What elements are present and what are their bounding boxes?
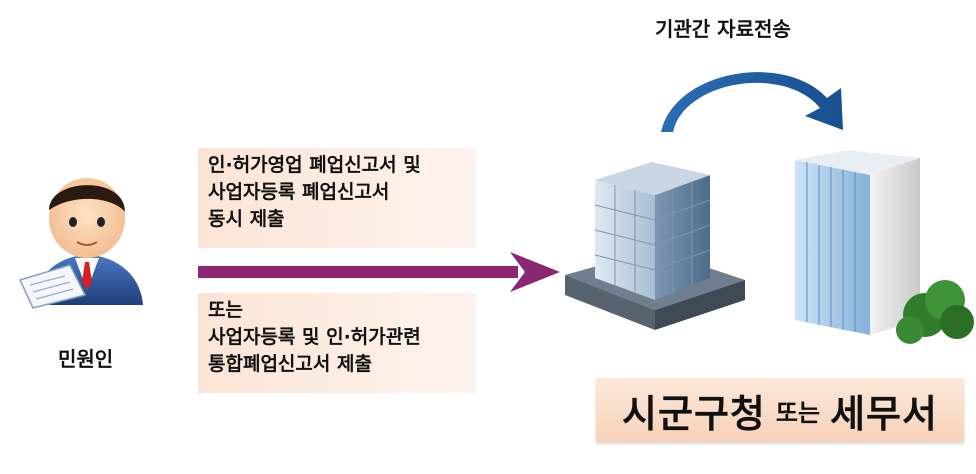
office-label-connector: 또는 <box>775 398 821 427</box>
curved-arrow-icon <box>661 72 843 132</box>
note-line: 사업자등록 폐업신고서 <box>208 181 390 203</box>
arrow-right-icon <box>198 252 560 292</box>
note-line: 또는 <box>208 299 243 321</box>
submission-note-bottom: 또는 사업자등록 및 인·허가관련 통합폐업신고서 제출 <box>198 293 476 393</box>
submission-note-top: 인·허가영업 폐업신고서 및 사업자등록 폐업신고서 동시 제출 <box>198 148 476 248</box>
note-line: 인·허가영업 폐업신고서 및 <box>208 154 421 176</box>
transfer-label: 기관간 자료전송 <box>655 17 791 41</box>
tax-office-building-icon <box>795 150 974 344</box>
note-line: 사업자등록 및 인·허가관련 <box>208 326 421 348</box>
person-icon <box>18 178 143 309</box>
applicant-label: 민원인 <box>58 347 114 371</box>
office-building-icon <box>565 162 745 330</box>
office-label: 시군구청 또는 세무서 <box>596 378 964 442</box>
office-label-part2: 세무서 <box>830 391 938 436</box>
note-line: 동시 제출 <box>208 208 285 230</box>
note-line: 통합폐업신고서 제출 <box>208 353 372 375</box>
office-label-part1: 시군구청 <box>622 391 766 436</box>
